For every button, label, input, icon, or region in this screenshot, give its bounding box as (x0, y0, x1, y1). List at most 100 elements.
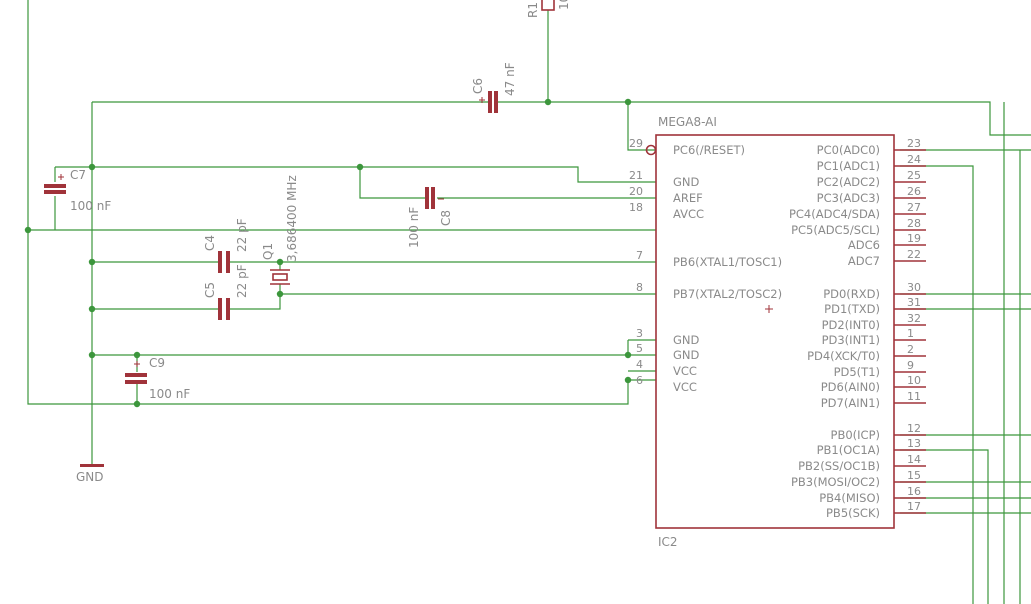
pin-number: 7 (636, 249, 643, 262)
pin-name: VCC (673, 380, 697, 394)
capacitor-c7: C7 100 nF (44, 168, 111, 213)
q1-ref-label: Q1 (261, 243, 275, 260)
pin-number: 23 (907, 137, 921, 150)
pin-number: 22 (907, 248, 921, 261)
pin-name: ADC7 (848, 254, 880, 268)
c4-value-label: 22 pF (235, 218, 249, 252)
pin-number: 1 (907, 327, 914, 340)
ic-pin-right: 22 ADC7 (848, 248, 926, 268)
ic-pin-right: 28 PC5(ADC5/SCL) (791, 217, 926, 237)
pin-name: PB3(MOSI/OC2) (791, 475, 880, 489)
pin-name: GND (673, 175, 700, 189)
ic-pin-right: 19 ADC6 (848, 232, 926, 252)
pin-name: PC5(ADC5/SCL) (791, 223, 880, 237)
c8-value-label: 100 nF (407, 207, 421, 248)
pin-number: 4 (636, 358, 643, 371)
c9-value-label: 100 nF (149, 387, 190, 401)
ic-right-pins: 23 PC0(ADC0) 24 PC1(ADC1) 25 PC2(ADC2)26PC3(A… (789, 137, 926, 520)
pin-number: 19 (907, 232, 921, 245)
c5-value-label: 22 pF (235, 264, 249, 298)
pin-name: PB6(XTAL1/TOSC1) (673, 255, 782, 269)
pin-name: PB1(OC1A) (817, 443, 880, 457)
ic-pin-right: 11 PD7(AIN1) (821, 390, 926, 410)
pin-number: 30 (907, 281, 921, 294)
pin-name: PC4(ADC4/SDA) (789, 207, 880, 221)
pin-name: PD5(T1) (834, 365, 880, 379)
ic-pin-right: 25 PC2(ADC2) (817, 169, 926, 189)
pin-number: 17 (907, 500, 921, 513)
pin-number: 32 (907, 312, 921, 325)
gnd-label: GND (76, 470, 104, 484)
q1-value-label: 3,686400 MHz (285, 175, 299, 262)
pin-number: 25 (907, 169, 921, 182)
crystal-q1: Q1 3,686400 MHz (261, 175, 299, 285)
pin-name: PB2(SS/OC1B) (798, 459, 880, 473)
ic-pin-right: 2 PD4(XCK/T0) (807, 343, 926, 363)
pin-number: 15 (907, 469, 921, 482)
ic-pin-right: 10 PD6(AIN0) (821, 374, 926, 394)
pin-name: PD0(RXD) (823, 287, 880, 301)
pin-number: 10 (907, 374, 921, 387)
pin-name: PC1(ADC1) (817, 159, 880, 173)
pin-name: PC0(ADC0) (817, 143, 880, 157)
pin-number: 12 (907, 422, 921, 435)
pin-name: AREF (673, 191, 703, 205)
pin-number: 16 (907, 485, 921, 498)
ic-pin-right: 27 PC4(ADC4/SDA) (789, 201, 926, 221)
ic-pin-right: 23 PC0(ADC0) (817, 137, 926, 157)
ic-pin-right: 24 PC1(ADC1) (817, 153, 926, 173)
ic-pin-left: 8 PB7(XTAL2/TOSC2) (636, 281, 782, 301)
pin-name: GND (673, 348, 700, 362)
pin-number: 18 (629, 201, 643, 214)
r1-ref-label: R1 (526, 2, 540, 18)
pin-number: 20 (629, 185, 643, 198)
pin-number: 9 (907, 359, 914, 372)
pin-number: 21 (629, 169, 643, 182)
capacitor-c4: C4 22 pF (203, 218, 249, 273)
pin-number: 11 (907, 390, 921, 403)
ic-pin-right: 30 PD0(RXD) (823, 281, 926, 301)
ic-ref-label: IC2 (658, 535, 678, 549)
pin-number: 24 (907, 153, 921, 166)
resistor-r1: R1 10 (526, 0, 571, 18)
ic-pin-left: 4 VCC (636, 358, 697, 378)
c9-ref-label: C9 (149, 356, 165, 370)
pin-name: PD2(INT0) (822, 318, 880, 332)
ic-device-label: MEGA8-AI (658, 115, 717, 129)
pin-number: 26 (907, 185, 921, 198)
ic-pin-right: 16 PB4(MISO) (819, 485, 926, 505)
pin-name: PC2(ADC2) (817, 175, 880, 189)
pin-name: PD4(XCK/T0) (807, 349, 880, 363)
pin-name: PD7(AIN1) (821, 396, 880, 410)
ic-pin-left: 20 AREF (629, 185, 703, 205)
pin-number: 14 (907, 453, 921, 466)
pin-name: VCC (673, 364, 697, 378)
pin-number: 8 (636, 281, 643, 294)
c8-ref-label: C8 (439, 210, 453, 226)
ic-pin-right: 13 PB1(OC1A) (817, 437, 926, 457)
pin-name: PB7(XTAL2/TOSC2) (673, 287, 782, 301)
ic-pin-right: 14 PB2(SS/OC1B) (798, 453, 926, 473)
pin-name: PD6(AIN0) (821, 380, 880, 394)
pin-name: PB4(MISO) (819, 491, 880, 505)
c7-value-label: 100 nF (70, 199, 111, 213)
pin-number: 27 (907, 201, 921, 214)
ic-pin-left: 7 PB6(XTAL1/TOSC1) (636, 249, 782, 269)
pin-number: 13 (907, 437, 921, 450)
capacitor-c5: C5 22 pF (203, 264, 249, 320)
pin-number: 2 (907, 343, 914, 356)
pin-number: 29 (629, 137, 643, 150)
pin-name: ADC6 (848, 238, 880, 252)
pin-number: 28 (907, 217, 921, 230)
